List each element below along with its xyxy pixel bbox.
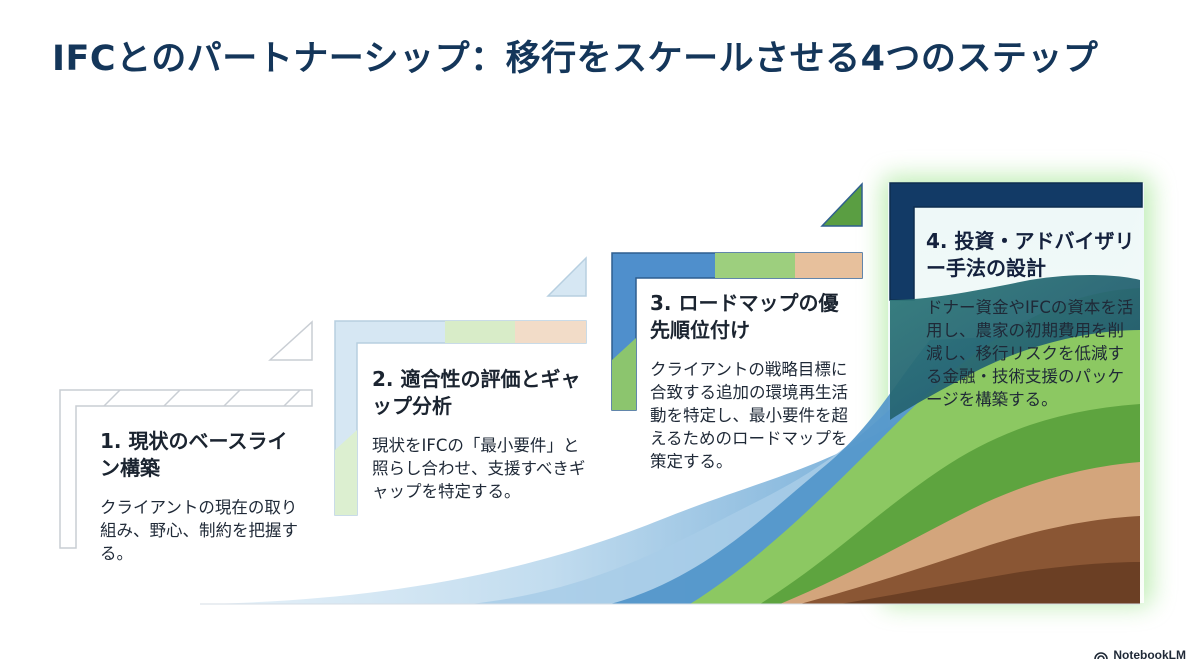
branding-label: NotebookLM — [1113, 648, 1186, 662]
step-3-bracket — [611, 182, 863, 411]
page-title: IFCとのパートナーシップ：移行をスケールさせる4つのステップ — [52, 39, 1099, 79]
step-1-title: 1. 現状のベースライン構築 — [100, 429, 288, 480]
step-2-description: 現状をIFCの「最小要件」と照らし合わせ、支援すべきギャップを特定する。 — [372, 436, 586, 501]
step-2: 2. 適合性の評価とギャップ分析 現状をIFCの「最小要件」と照らし合わせ、支援… — [372, 366, 592, 503]
step-4: 4. 投資・アドバイザリー手法の設計 ドナー資金やIFCの資本を活用し、農家の初… — [926, 228, 1136, 411]
step-4-title: 4. 投資・アドバイザリー手法の設計 — [926, 229, 1135, 280]
step-3: 3. ロードマップの優先順位付け クライアントの戦略目標に合致する追加の環境再生… — [650, 290, 850, 473]
step-2-title: 2. 適合性の評価とギャップ分析 — [372, 367, 581, 418]
step-4-description: ドナー資金やIFCの資本を活用し、農家の初期費用を削減し、移行リスクを低減する金… — [926, 298, 1134, 409]
landscape-waves — [200, 275, 1140, 605]
notebooklm-logo-icon — [1094, 652, 1109, 660]
step-1-bracket — [59, 320, 313, 549]
step-2-bracket — [334, 256, 587, 516]
step-3-description: クライアントの戦略目標に合致する追加の環境再生活動を特定し、最小要件を超えるため… — [650, 360, 848, 471]
step-1: 1. 現状のベースライン構築 クライアントの現在の取り組み、野心、制約を把握する… — [100, 428, 300, 565]
notebooklm-branding: NotebookLM — [1094, 648, 1186, 662]
step-1-description: クライアントの現在の取り組み、野心、制約を把握する。 — [100, 498, 298, 563]
step-3-title: 3. ロードマップの優先順位付け — [650, 291, 839, 342]
